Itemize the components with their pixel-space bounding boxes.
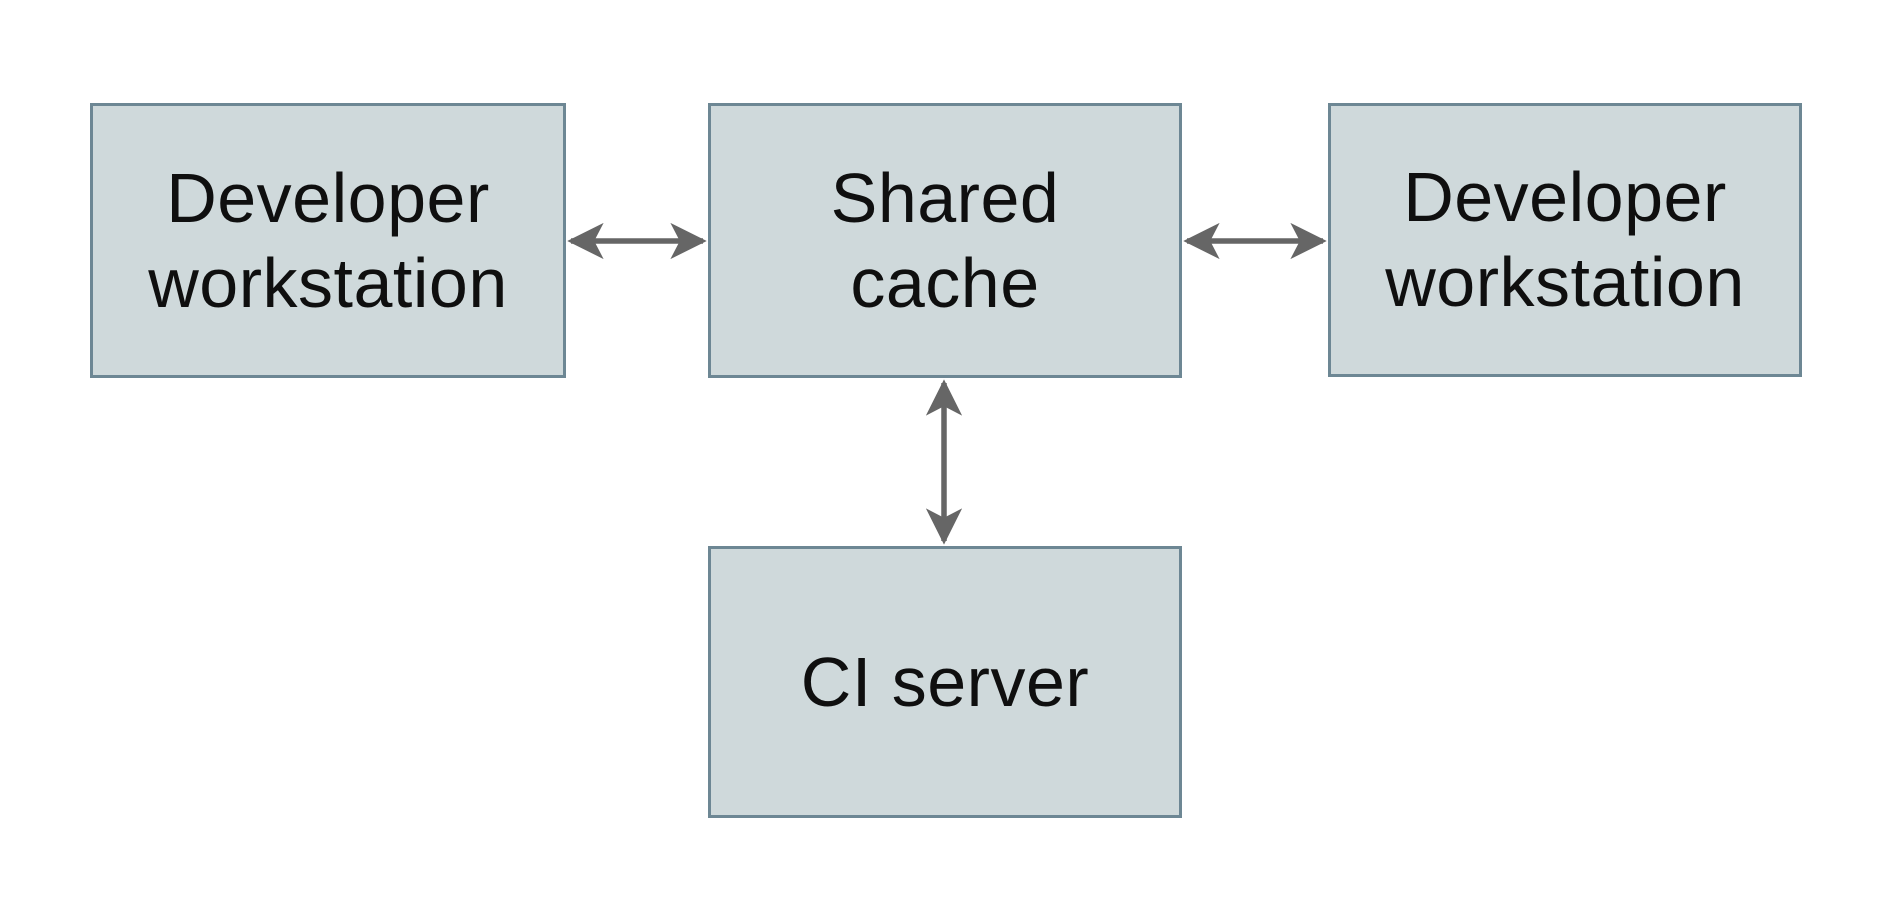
shared-cache-box: Shared cache — [708, 103, 1182, 378]
developer-workstation-right-label-line2: workstation — [1385, 243, 1745, 321]
developer-workstation-right-label-line1: Developer — [1403, 158, 1727, 236]
shared-cache-label-line1: Shared — [830, 158, 1060, 237]
ci-server-label: CI server — [800, 642, 1090, 721]
shared-cache-label-line2: cache — [850, 243, 1040, 322]
developer-workstation-left-label-line2: workstation — [148, 243, 508, 322]
ci-server-box: CI server — [708, 546, 1182, 818]
developer-workstation-left-label-line1: Developer — [166, 158, 490, 237]
developer-workstation-right-box: Developer workstation — [1328, 103, 1802, 377]
developer-workstation-left-box: Developer workstation — [90, 103, 566, 378]
